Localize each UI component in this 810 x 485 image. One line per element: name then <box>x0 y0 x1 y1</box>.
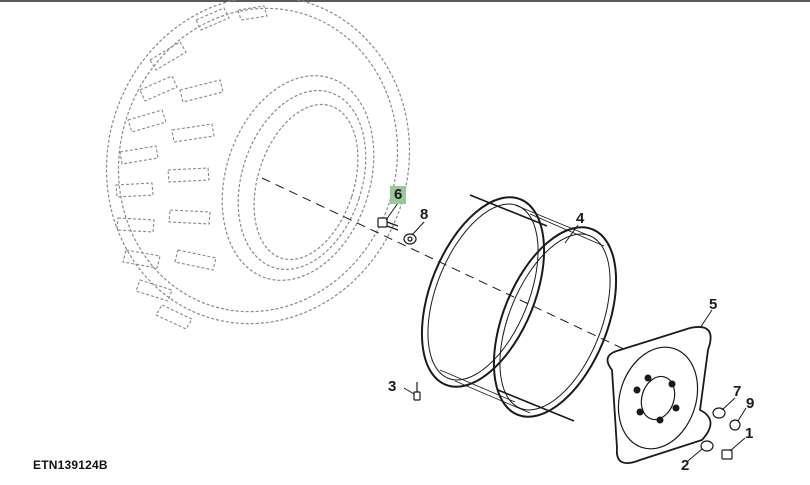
callout-2: 2 <box>681 457 690 474</box>
valve-3 <box>413 382 421 401</box>
center-disc <box>606 326 712 464</box>
figure-id: ETN139124B <box>33 458 108 472</box>
callout-3: 3 <box>388 378 397 395</box>
assembly-axis <box>261 177 701 386</box>
callout-4: 4 <box>576 210 585 227</box>
tire-outline <box>105 0 411 325</box>
callout-5: 5 <box>709 296 718 313</box>
callout-6: 6 <box>390 186 407 204</box>
tire-tread <box>115 5 268 330</box>
top-rule <box>0 0 810 2</box>
callout-7: 7 <box>733 383 742 400</box>
nut-8 <box>403 233 417 245</box>
callout-8: 8 <box>420 206 429 223</box>
leader-lines <box>385 202 747 462</box>
callout-9: 9 <box>746 395 755 412</box>
hardware-7-9 <box>712 407 741 431</box>
callout-1: 1 <box>745 425 754 442</box>
bolt-6 <box>377 217 399 231</box>
hardware-1-2 <box>700 440 733 460</box>
rim <box>420 194 618 422</box>
